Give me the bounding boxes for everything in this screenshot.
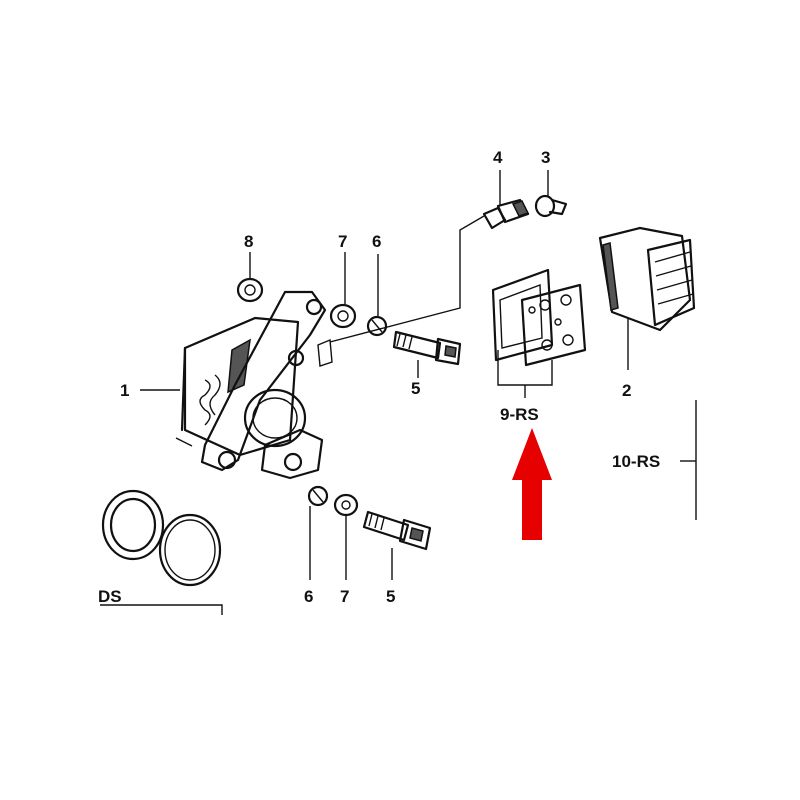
label-part-7-bottom: 7: [340, 587, 349, 606]
brake-shoe-2: [598, 226, 696, 332]
caliper-body: [175, 290, 333, 480]
brake-pads-9-rs: [491, 268, 587, 367]
washer-8: [236, 277, 264, 303]
seal-rings: [101, 489, 222, 587]
label-kit-10-rs: 10-RS: [612, 452, 660, 471]
label-kit-9-rs: 9-RS: [500, 405, 539, 424]
label-part-6-top: 6: [372, 232, 381, 251]
bolt-5-top: [392, 330, 462, 366]
spring-washer-6-top: [366, 315, 388, 337]
label-part-3: 3: [541, 148, 550, 167]
label-kit-ds: DS: [98, 587, 122, 606]
label-part-7-top: 7: [338, 232, 347, 251]
bolt-5-bottom: [362, 510, 432, 551]
bleeder-valve-4: [482, 198, 530, 230]
spring-washer-6-bottom: [307, 485, 329, 507]
up-arrow-icon: [512, 428, 552, 540]
label-part-8: 8: [244, 232, 253, 251]
washer-7-top: [329, 303, 357, 329]
part-labels: 1 8 7 6 5 4 3 2 9-RS 10-RS 6 7 5 DS: [98, 148, 660, 606]
label-part-6-bottom: 6: [304, 587, 313, 606]
label-part-5-bottom: 5: [386, 587, 395, 606]
label-part-5-top: 5: [411, 379, 420, 398]
washer-7-bottom: [333, 493, 359, 517]
bleeder-cap-3: [534, 194, 568, 218]
leader-lines: [100, 170, 697, 615]
label-part-1: 1: [120, 381, 129, 400]
label-part-2: 2: [622, 381, 631, 400]
label-part-4: 4: [493, 148, 503, 167]
